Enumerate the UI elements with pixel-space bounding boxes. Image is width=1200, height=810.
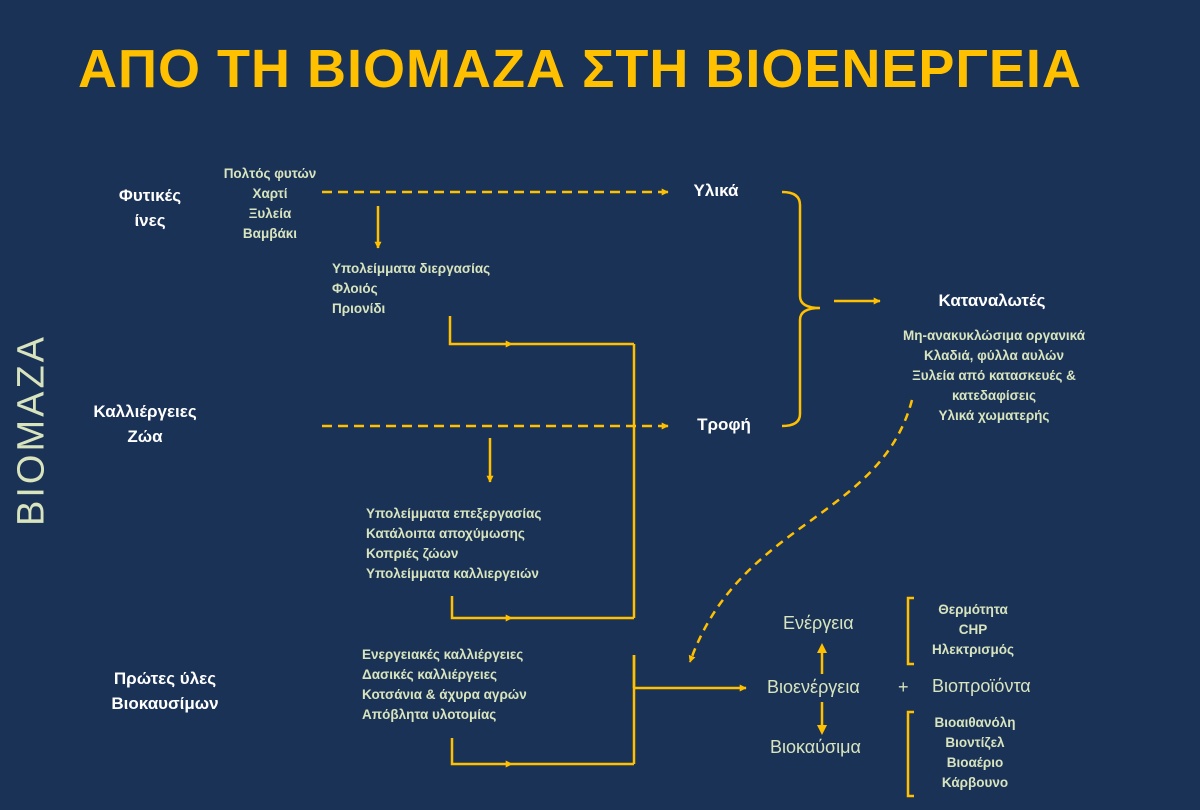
node-materials: Υλικά (693, 181, 739, 200)
node-food: Τροφή (697, 415, 751, 434)
list-processing-residues: Υπολείμματα επεξεργασίας Κατάλοιπα αποχύ… (366, 506, 542, 581)
list-plant-products: Πολτός φυτών Χαρτί Ξυλεία Βαμβάκι (223, 166, 317, 241)
node-energy: Ενέργεια (783, 613, 854, 633)
bracket-biofuel-outputs (906, 710, 914, 798)
node-bioenergy: Βιοενέργεια (767, 677, 860, 697)
list-biofuel-outputs: Βιοαιθανόλη Βιοντίζελ Βιοαέριο Κάρβουνο (934, 715, 1016, 790)
brace-materials-food (781, 190, 821, 428)
bracket-energy-outputs (906, 596, 914, 666)
source-crops-animals: Καλλιέργειες Ζώα (93, 402, 197, 446)
node-biofuels: Βιοκαύσιμα (770, 737, 861, 757)
source-biofuel-feedstock: Πρώτες ύλες Βιοκαυσίμων (111, 669, 219, 713)
connector-residues (448, 316, 510, 346)
page-title: ΑΠΟ ΤΗ ΒΙΟΜΑΖΑ ΣΤΗ ΒΙΟΕΝΕΡΓΕΙΑ (78, 39, 1082, 99)
plus-sign: + (898, 677, 909, 697)
list-energy-outputs: Θερμότητα CHP Ηλεκτρισμός (931, 602, 1015, 657)
arrow-consumers-to-energy (688, 399, 914, 663)
node-bioproducts: Βιοπροϊόντα (932, 676, 1031, 696)
source-plant-fibers: Φυτικές ίνες (118, 186, 182, 230)
list-process-residues: Υπολείμματα διεργασίας Φλοιός Πριονίδι (332, 261, 491, 316)
connector-energy-crops (450, 738, 510, 766)
connector-processing (450, 596, 510, 620)
node-consumers: Καταναλωτές (938, 291, 1046, 310)
list-energy-crops: Ενεργειακές καλλιέργειες Δασικές καλλιέρ… (362, 647, 527, 722)
list-consumer-waste: Μη-ανακυκλώσιμα οργανικά Κλαδιά, φύλλα α… (902, 328, 1086, 423)
